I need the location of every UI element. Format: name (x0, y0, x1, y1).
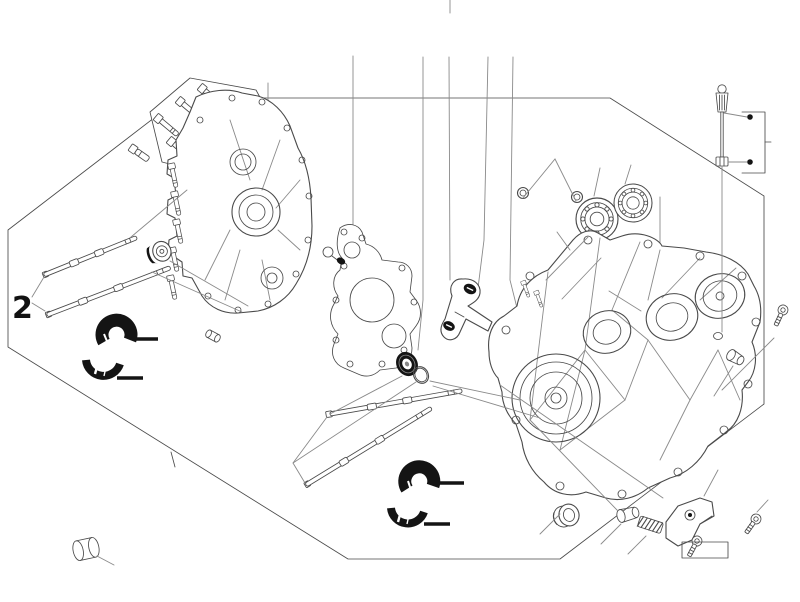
gasket-dowel (336, 257, 346, 265)
coil-spring (636, 515, 664, 534)
callout-2[interactable]: 2 (12, 276, 46, 326)
drain-plug (616, 506, 640, 523)
left-lower-boss-inner (266, 272, 278, 284)
left-bolt-holes (196, 94, 313, 314)
bracket-plate (665, 497, 715, 547)
bearing-shell-upper-left (95, 313, 138, 346)
holder-bolt-1 (463, 283, 477, 295)
crankcase-right-ribs (529, 237, 741, 461)
crankcase-right-half (488, 230, 762, 501)
crankcase-left-outline (166, 89, 313, 314)
dipstick-hole (713, 332, 723, 340)
left-crank-bore (231, 187, 281, 237)
stud-bolt-center-upper (325, 388, 463, 418)
callout-2-leader-upper (31, 276, 45, 298)
plug-right (726, 349, 745, 366)
stud-bolt-center-lower (303, 406, 433, 488)
lock-ring-2 (570, 190, 584, 204)
border-tick (170, 451, 176, 468)
center-gasket (322, 224, 421, 377)
left-upper-bore (229, 148, 257, 176)
border-outline (7, 97, 765, 560)
callout-2-label[interactable]: 2 (12, 291, 33, 326)
bracket-dot-2 (747, 159, 753, 165)
bearing-shell-lower-left (82, 359, 124, 380)
oil-dipstick (715, 84, 729, 167)
right-bolt-bosses (501, 235, 761, 499)
detail-box (681, 541, 729, 559)
crankcase-left-ribs (204, 119, 301, 301)
holder-bracket (440, 278, 493, 341)
crankcase-left-half (149, 77, 313, 314)
gasket-tab (322, 246, 334, 258)
end-bushing (552, 503, 580, 528)
sleeve-bushing (72, 537, 100, 561)
bearing-shell-lower-center (387, 507, 428, 528)
right-upper-opening (582, 310, 632, 354)
left-crank-bore-inner (238, 194, 274, 230)
left-crank-bore-hub (246, 202, 266, 222)
crankcase-right-outline (488, 230, 762, 501)
stud-bolt-left-upper (41, 235, 138, 279)
dipstick-bracket (723, 111, 772, 174)
rings-vee-leader (522, 158, 577, 202)
leader-lines (96, 158, 775, 566)
roller-bushing (146, 240, 172, 264)
o-ring (412, 366, 430, 384)
dowel-pin (205, 329, 221, 343)
right-mid-opening (645, 293, 699, 341)
flange-bolt-right (770, 302, 791, 328)
callout-2-leader-lower (31, 302, 46, 312)
bracket-dot-1 (747, 114, 753, 120)
flange-screw-1 (741, 511, 764, 537)
left-lower-boss (260, 266, 284, 290)
plate-border (7, 97, 765, 560)
bearing-shells (82, 313, 464, 528)
gasket-outline (330, 224, 421, 377)
left-upper-bore-inner (234, 153, 252, 171)
holder-bolt-2 (443, 321, 455, 331)
ball-bearing-2 (613, 183, 653, 223)
oil-seal-large (396, 351, 418, 377)
bearing-shell-upper-center (398, 460, 441, 493)
hex-bolt-small (127, 143, 150, 162)
stud-bolt-left-lower (44, 265, 171, 319)
right-end-bell-opening (694, 273, 746, 319)
